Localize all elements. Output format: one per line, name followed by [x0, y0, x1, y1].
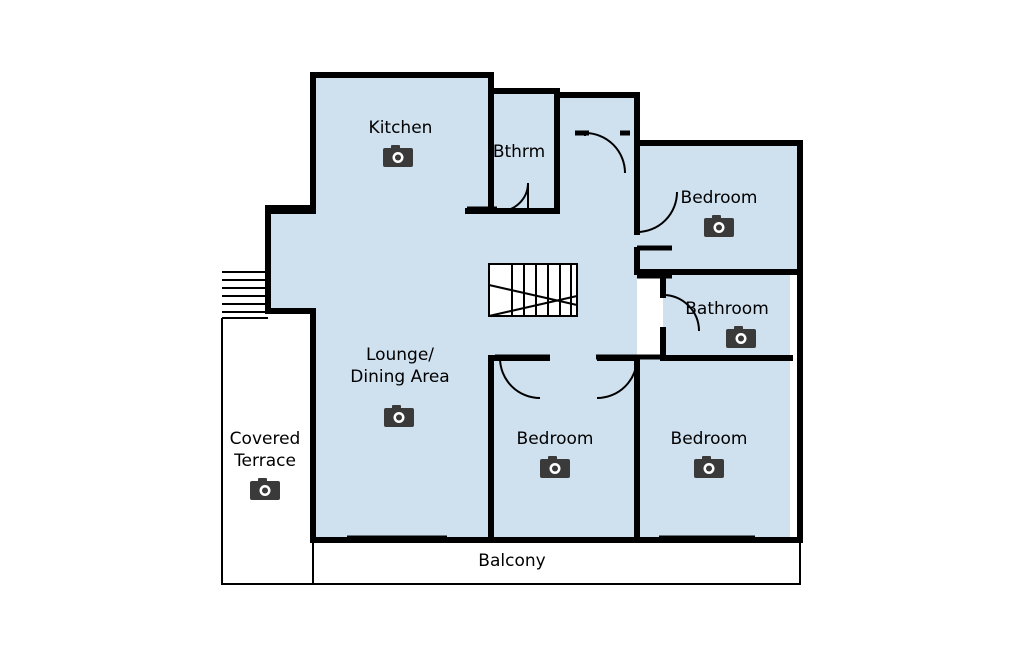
room-fills	[268, 75, 800, 540]
window-marks	[347, 130, 755, 541]
steps-hatching	[222, 271, 268, 313]
camera-icon	[540, 456, 570, 478]
camera-icon	[250, 478, 280, 500]
camera-icon	[384, 405, 414, 427]
camera-icon	[383, 145, 413, 167]
camera-icon	[694, 456, 724, 478]
camera-icon	[726, 326, 756, 348]
door-swings	[499, 132, 700, 399]
stairs-icon	[488, 263, 578, 317]
camera-icon	[704, 215, 734, 237]
